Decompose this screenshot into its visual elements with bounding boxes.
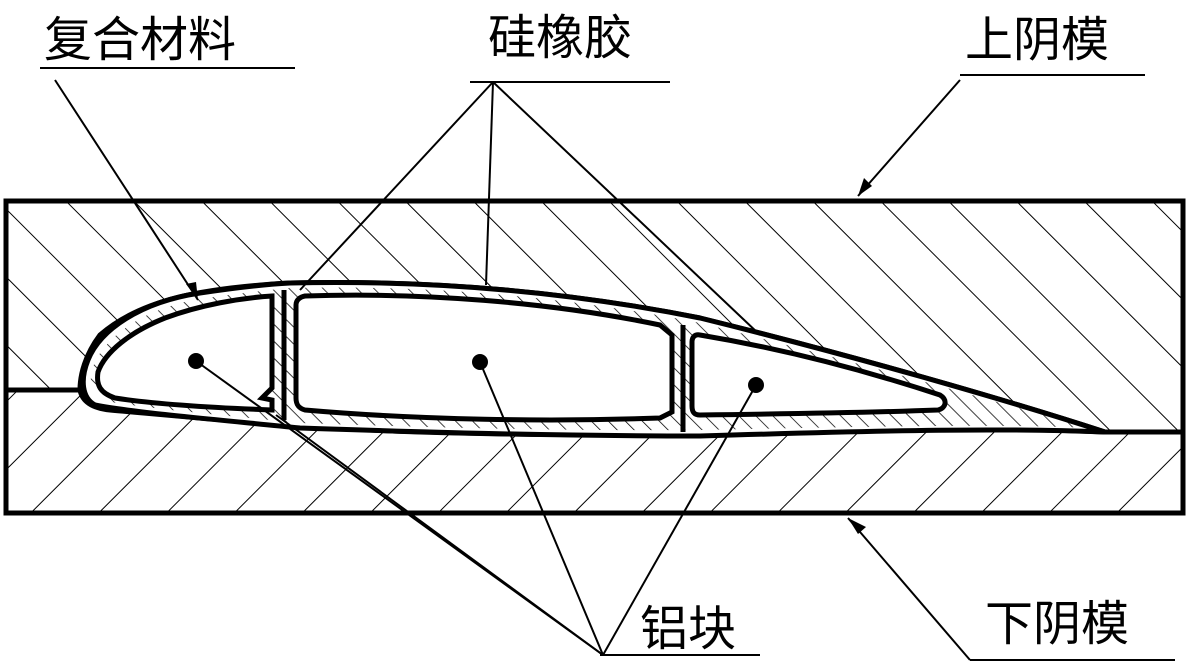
label-upper-mold: 上阴模 <box>965 12 1109 68</box>
leader-silicone-2 <box>485 81 494 286</box>
leader-lower <box>847 517 971 661</box>
leader-silicone-3 <box>492 81 761 336</box>
arrowhead-upper <box>858 178 872 196</box>
leader-aluminum-3 <box>602 384 757 656</box>
arrowhead-composite <box>186 282 198 300</box>
aluminum-block-1 <box>95 293 275 413</box>
leader-composite <box>54 79 199 301</box>
leader-upper <box>857 79 961 197</box>
arrowhead-lower <box>848 518 866 534</box>
leader-silicone-1 <box>299 81 494 291</box>
leader-aluminum-2 <box>479 361 604 656</box>
label-lower-mold: 下阴模 <box>985 596 1129 652</box>
label-aluminum-block: 铝块 <box>640 601 736 657</box>
label-composite: 复合材料 <box>44 12 236 68</box>
leader-aluminum-4 <box>275 414 604 656</box>
label-silicone: 硅橡胶 <box>488 10 632 66</box>
aluminum-block-3 <box>689 332 948 418</box>
